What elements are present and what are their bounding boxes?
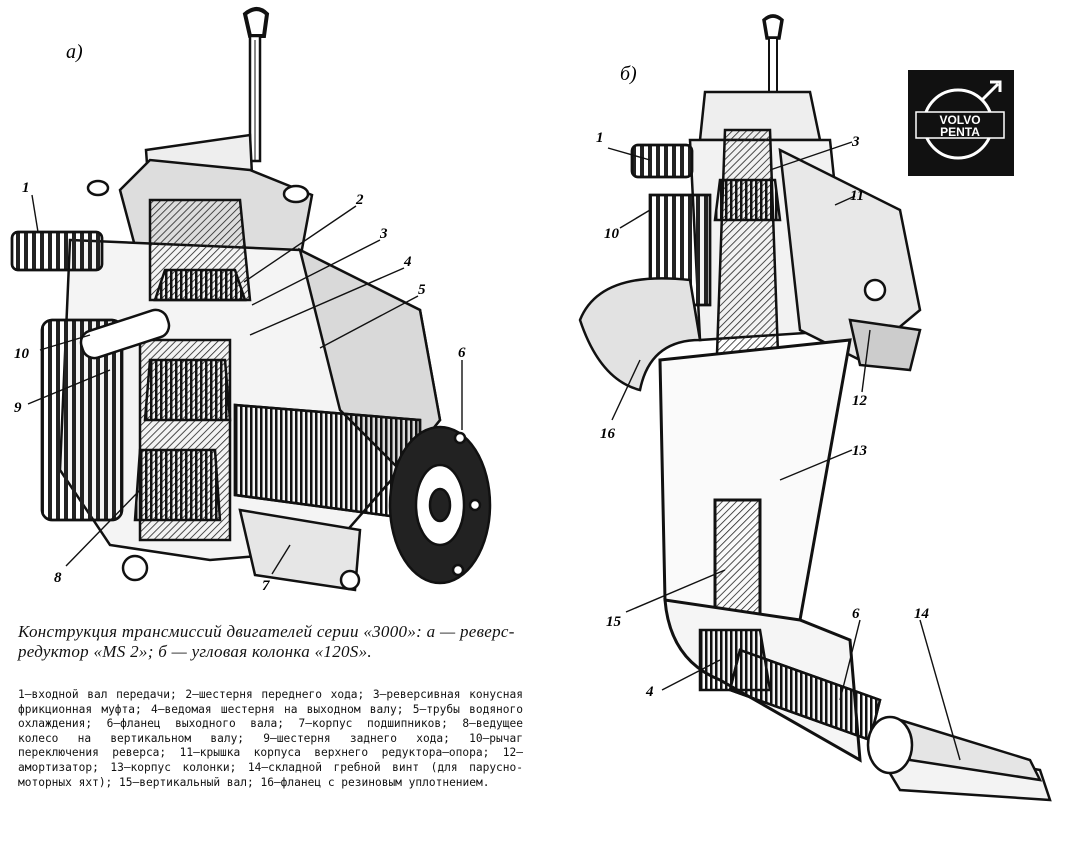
callout-b-10: 10 [604, 226, 620, 242]
callouts-b [607, 141, 961, 761]
caption-title: Конструкция трансмиссий двигателей серии… [18, 622, 515, 661]
callout-labels-a: 1 2 3 4 5 6 7 8 9 10 [14, 180, 466, 594]
rubber-flange-b [578, 277, 702, 392]
logo-line-1: VOLVO [939, 113, 980, 127]
figure-a-gearbox: а) [10, 7, 492, 594]
callout-a-9: 9 [14, 400, 22, 416]
callout-a-8: 8 [54, 570, 62, 586]
input-shaft-a [10, 230, 104, 272]
caption-legend: 1—входной вал передачи; 2—шестерня перед… [18, 688, 523, 789]
callout-a-2: 2 [355, 192, 364, 208]
figure-b-stern-drive: б) [578, 14, 1052, 802]
folding-propeller-b [866, 715, 1052, 802]
callout-b-16: 16 [600, 426, 616, 442]
callout-b-11: 11 [850, 188, 864, 204]
shift-lever-a [79, 308, 171, 360]
callout-a-6: 6 [458, 345, 466, 361]
figure-b-label: б) [620, 63, 637, 85]
logo-line-2: PENTA [940, 125, 980, 139]
callout-b-12: 12 [852, 393, 868, 409]
callout-b-14: 14 [914, 606, 930, 622]
callout-a-3: 3 [379, 226, 388, 242]
dipstick-a [242, 7, 270, 163]
dipstick-b [762, 14, 784, 94]
bearing-housing-a [121, 508, 362, 592]
callout-b-15: 15 [606, 614, 622, 630]
callout-a-7: 7 [262, 578, 270, 594]
callout-b-13: 13 [852, 443, 868, 459]
callout-b-6: 6 [852, 606, 860, 622]
callout-labels-b: 1 3 11 10 16 12 13 15 6 14 4 [596, 130, 930, 700]
volvo-penta-logo: VOLVO PENTA [908, 70, 1014, 176]
callout-b-3: 3 [851, 134, 860, 150]
figure-a-label: а) [66, 41, 83, 63]
callouts-a [27, 194, 463, 575]
callout-b-1: 1 [596, 130, 604, 146]
callout-a-10: 10 [14, 346, 30, 362]
callout-a-4: 4 [403, 254, 412, 270]
callout-a-5: 5 [418, 282, 426, 298]
callout-a-1: 1 [22, 180, 30, 196]
output-shaft-a [233, 403, 492, 585]
callout-b-4: 4 [645, 684, 654, 700]
upper-cover-bracket-b [778, 147, 922, 372]
